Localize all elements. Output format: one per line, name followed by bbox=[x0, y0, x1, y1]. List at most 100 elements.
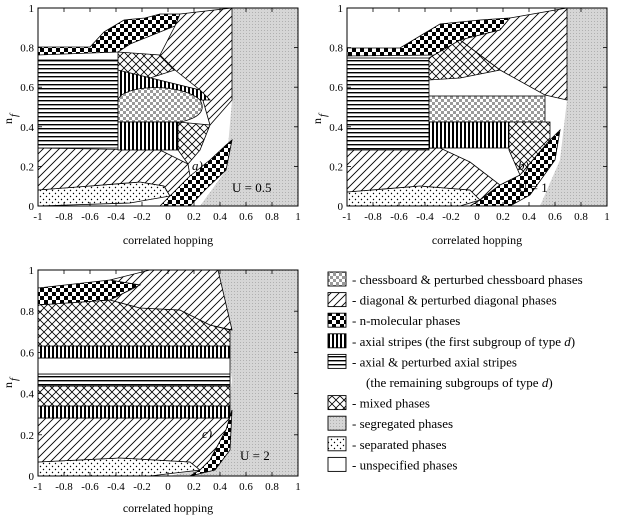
x-tick-label: -0.8 bbox=[55, 211, 73, 223]
panel-c-ylabel: n f bbox=[1, 376, 20, 388]
x-tick-label: -0.2 bbox=[442, 211, 459, 223]
x-tick-label: 0.8 bbox=[265, 211, 279, 223]
x-tick-label: 0.4 bbox=[522, 211, 536, 223]
legend-label: - separated phases bbox=[352, 437, 447, 452]
panel-b-ylabel: n f bbox=[310, 112, 329, 124]
x-tick-label: -1 bbox=[33, 481, 42, 493]
x-tick-label: -0.2 bbox=[133, 211, 150, 223]
panel-c-axial-stripes bbox=[37, 373, 231, 387]
x-tick-label: -0.2 bbox=[133, 481, 150, 493]
panel-c-axial-first-upper bbox=[37, 345, 231, 359]
x-tick-label: 0 bbox=[165, 481, 171, 493]
x-tick-label: -0.6 bbox=[81, 211, 99, 223]
x-tick-label: 0.2 bbox=[187, 481, 201, 493]
y-tick-label: 0.2 bbox=[20, 161, 34, 173]
x-tick-label: 0.6 bbox=[239, 481, 253, 493]
y-tick-label: 0.2 bbox=[329, 161, 343, 173]
y-tick-label: 0.4 bbox=[329, 122, 343, 134]
y-tick-label: 0.8 bbox=[20, 306, 34, 318]
panel-b-xlabel: correlated hopping bbox=[432, 233, 522, 247]
y-tick-label: 0.4 bbox=[20, 122, 34, 134]
y-tick-label: 0.6 bbox=[329, 82, 343, 94]
panel-c-segregated-region bbox=[170, 270, 298, 476]
x-tick-label: -0.4 bbox=[107, 211, 125, 223]
x-tick-label: -1 bbox=[33, 211, 42, 223]
panel-c-u-label: U = 2 bbox=[240, 448, 270, 463]
svg-text:n: n bbox=[1, 118, 15, 124]
panel-a-diagonal-lower bbox=[37, 147, 191, 197]
x-tick-label: 0.6 bbox=[548, 211, 562, 223]
legend-swatch-diag bbox=[327, 292, 347, 308]
y-tick-label: 0.8 bbox=[329, 43, 343, 55]
legend-label: - chessboard & perturbed chessboard phas… bbox=[352, 272, 583, 287]
legend-label: - n-molecular phases bbox=[352, 313, 460, 328]
panel-a-u-label: U = 0.5 bbox=[232, 180, 271, 195]
panel-a: -1 -0.8 -0.6 -0.4 -0.2 0 0.2 0.4 0.6 0.8 1 0 0.2 0.4 0… bbox=[1, 3, 301, 247]
x-tick-label: -0.4 bbox=[416, 211, 434, 223]
panel-a-label: a) bbox=[192, 158, 203, 173]
x-tick-label: -0.6 bbox=[390, 211, 408, 223]
svg-text:f: f bbox=[317, 112, 329, 117]
panel-b-segregated-region bbox=[540, 8, 607, 206]
panel-b-label: b) bbox=[518, 158, 529, 173]
y-tick-label: 1 bbox=[29, 3, 35, 15]
legend-label: (the remaining subgroups of type d) bbox=[366, 375, 553, 390]
legend-swatch-hstripe bbox=[327, 353, 347, 369]
x-tick-label: 0.2 bbox=[187, 211, 201, 223]
panel-a-axial-first-lower bbox=[117, 121, 179, 151]
x-tick-label: 0.6 bbox=[239, 211, 253, 223]
legend-label: - diagonal & perturbed diagonal phases bbox=[352, 293, 557, 308]
x-tick-label: -0.6 bbox=[81, 481, 99, 493]
legend-label: - unspecified phases bbox=[352, 457, 457, 472]
panel-b-diagonal-upper bbox=[459, 7, 568, 101]
y-tick-label: 1 bbox=[29, 265, 35, 277]
panel-c-mixed-band bbox=[37, 385, 231, 407]
legend-label: - segregated phases bbox=[352, 416, 453, 431]
panel-a-segregated-region bbox=[200, 8, 298, 206]
x-tick-label: 0.2 bbox=[496, 211, 510, 223]
panel-c-axial-first-lower bbox=[37, 405, 231, 419]
panel-b-axial-first bbox=[428, 121, 510, 149]
svg-text:f: f bbox=[8, 376, 20, 381]
legend: - chessboard & perturbed chessboard phas… bbox=[327, 271, 583, 472]
panel-c-xlabel: correlated hopping bbox=[123, 501, 213, 515]
x-tick-label: 1 bbox=[604, 211, 610, 223]
y-tick-label: 0.2 bbox=[20, 430, 34, 442]
x-tick-label: -1 bbox=[342, 211, 351, 223]
y-tick-label: 1 bbox=[338, 3, 344, 15]
legend-label: - mixed phases bbox=[352, 396, 430, 411]
panel-a-mixed-lower bbox=[177, 121, 211, 165]
panel-a-chessboard-region bbox=[117, 87, 203, 123]
y-tick-label: 0.8 bbox=[20, 43, 34, 55]
legend-swatch-seg bbox=[327, 415, 347, 431]
x-tick-label: 1 bbox=[295, 481, 301, 493]
panel-c-unspecified-band bbox=[37, 357, 231, 375]
y-tick-label: 0 bbox=[29, 471, 35, 483]
svg-text:n: n bbox=[1, 382, 15, 388]
y-tick-label: 0.6 bbox=[20, 347, 34, 359]
panel-b-axial-stripes bbox=[346, 57, 430, 151]
x-tick-label: -0.8 bbox=[55, 481, 73, 493]
x-tick-label: 0.8 bbox=[265, 481, 279, 493]
legend-swatch-blank bbox=[327, 456, 347, 472]
x-tick-label: 0 bbox=[165, 211, 171, 223]
x-tick-label: 0.4 bbox=[213, 481, 227, 493]
y-tick-label: 0.4 bbox=[20, 389, 34, 401]
svg-text:f: f bbox=[8, 112, 20, 117]
x-tick-label: 0 bbox=[474, 211, 480, 223]
panel-a-ylabel: n f bbox=[1, 112, 20, 124]
panel-b-mixed-upper bbox=[428, 39, 501, 81]
y-tick-label: 0 bbox=[29, 201, 35, 213]
panel-b-chessboard-region bbox=[428, 95, 546, 123]
x-tick-label: -0.8 bbox=[364, 211, 382, 223]
legend-swatch-checker bbox=[327, 312, 347, 328]
legend-swatch-chess bbox=[327, 271, 347, 287]
panel-a-axial-stripes bbox=[37, 59, 119, 149]
panel-a-ticks: -1 -0.8 -0.6 -0.4 -0.2 0 0.2 0.4 0.6 0.8 1 0 0.2 0.4 0… bbox=[20, 3, 301, 223]
x-tick-label: 0.4 bbox=[213, 211, 227, 223]
